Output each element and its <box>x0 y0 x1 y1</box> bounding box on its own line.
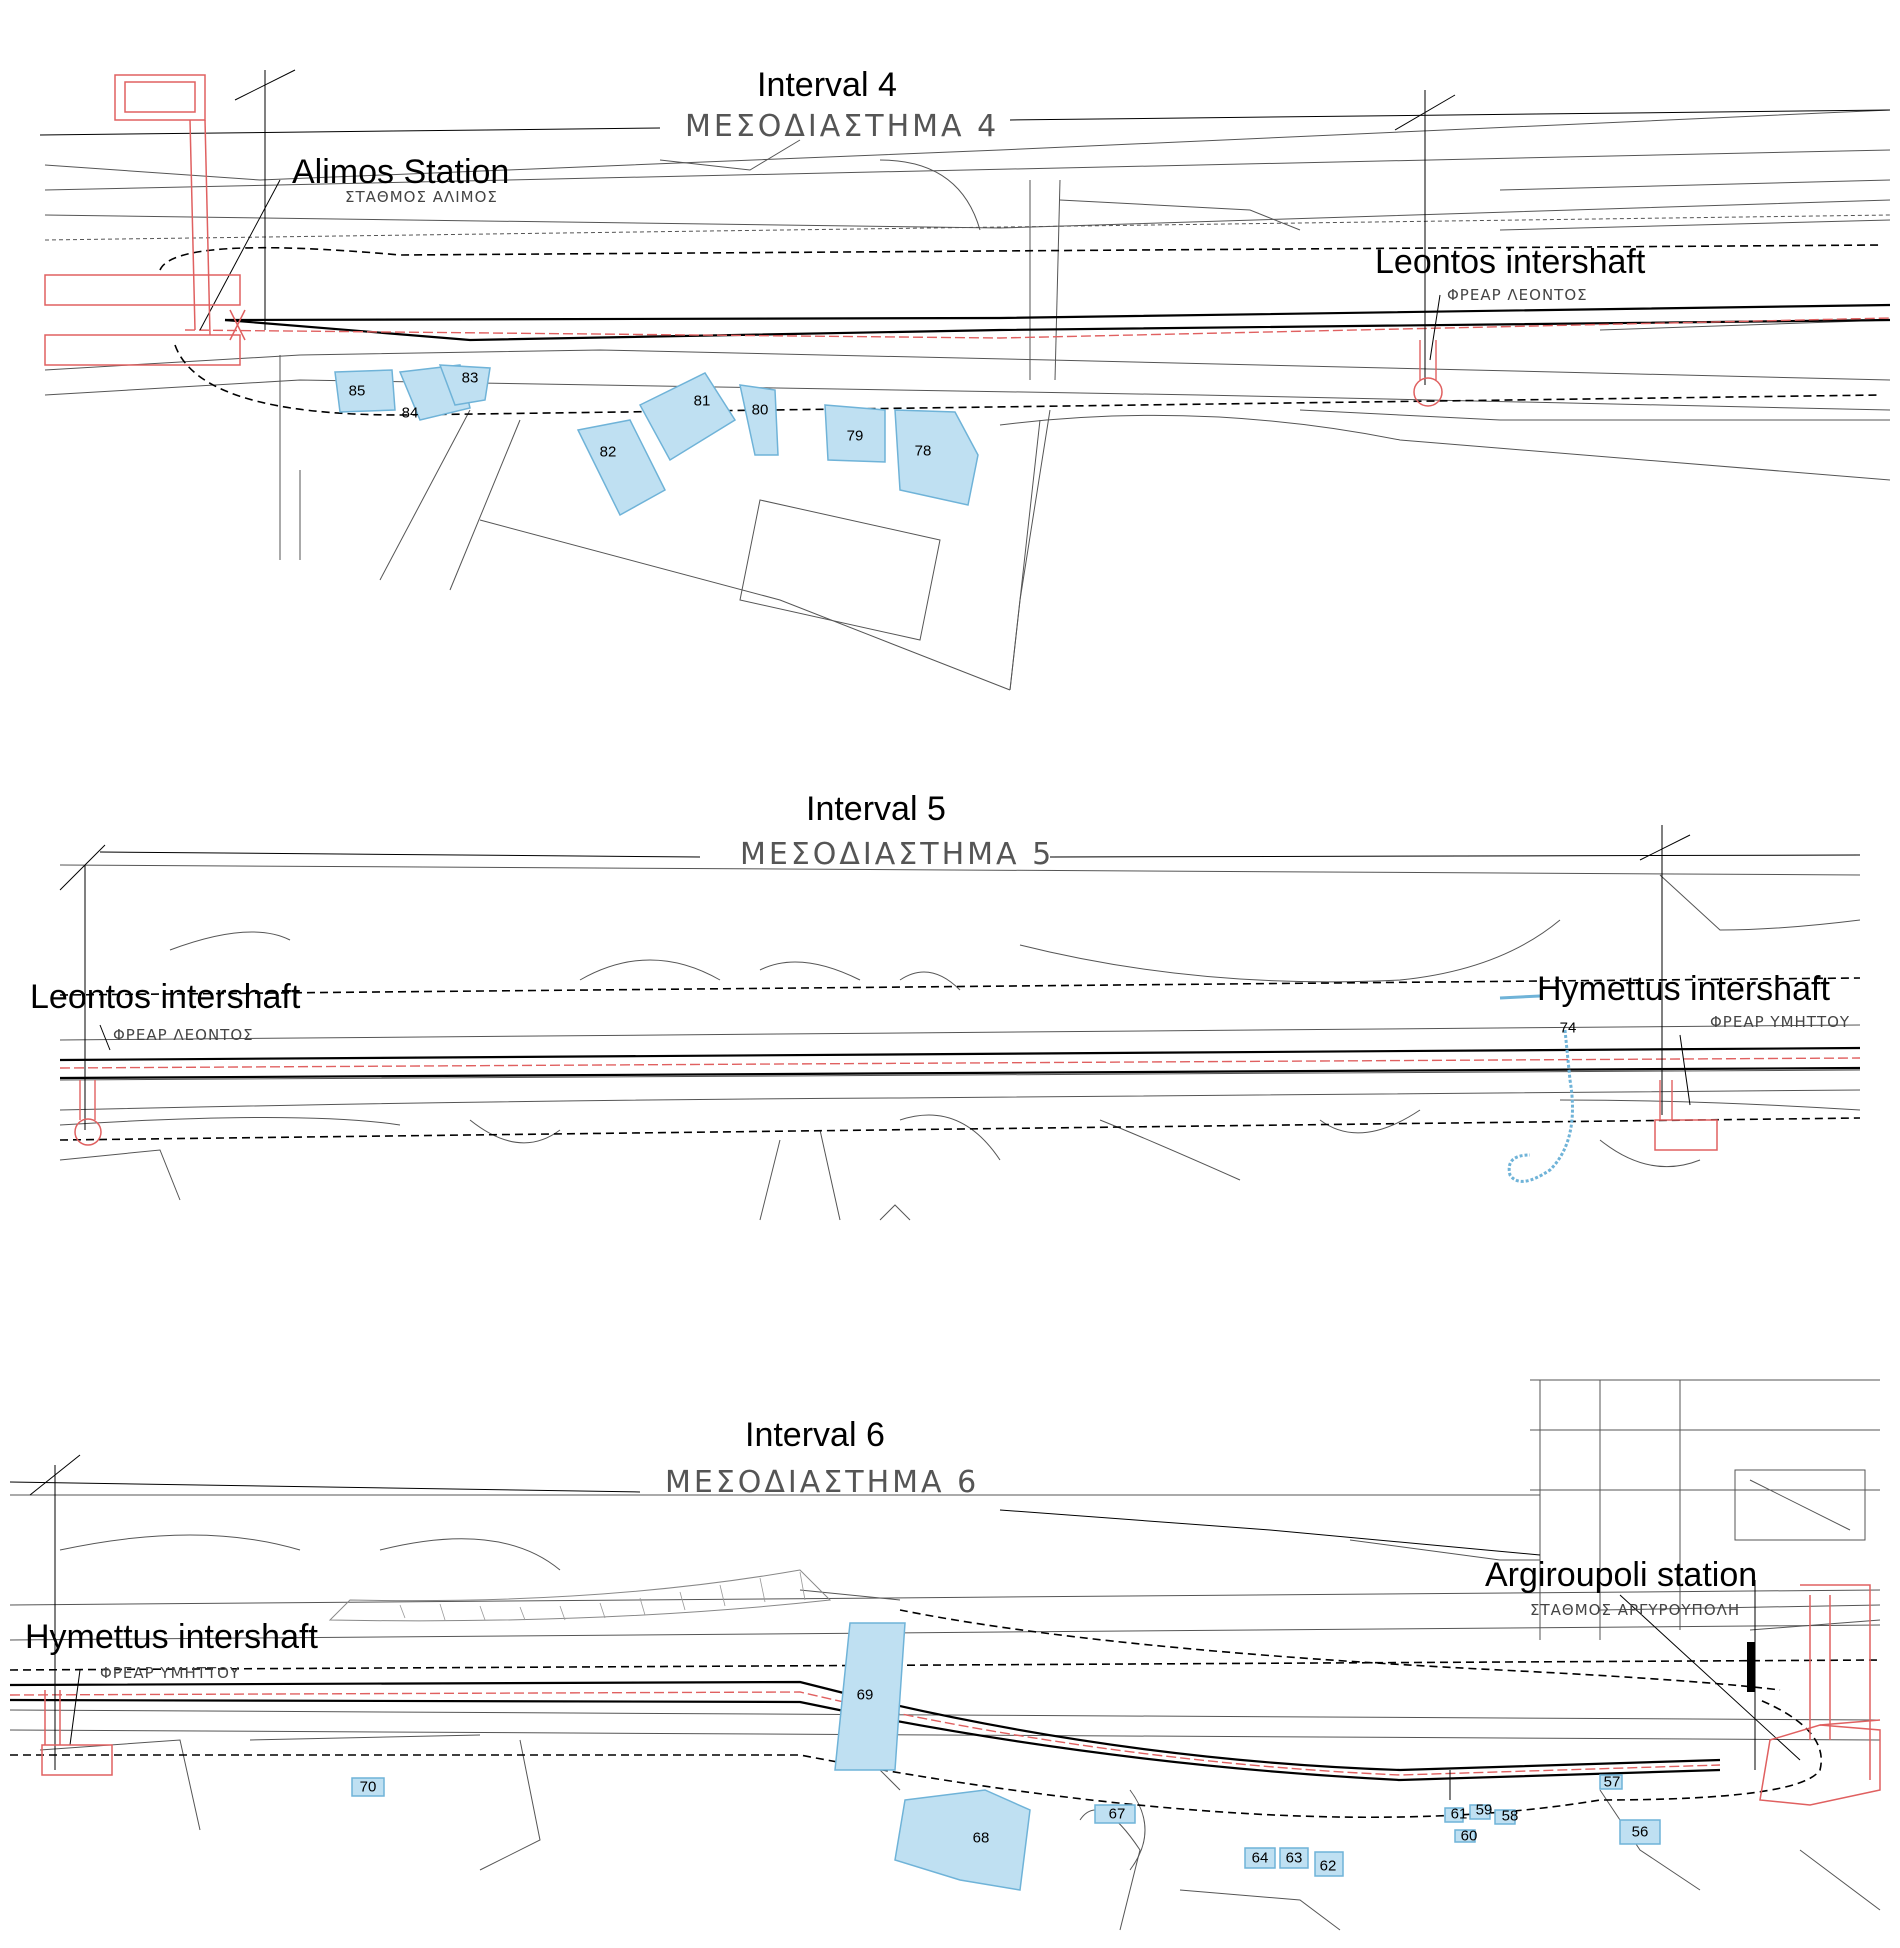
interval-6-drawing <box>9 1379 1881 1931</box>
building-number: 59 <box>1475 1801 1493 1819</box>
building-80 <box>739 384 779 456</box>
interval-5-panel: Interval 5 ΜΕΣΟΔΙΑΣΤΗΜΑ 5 Leontos inters… <box>0 780 1900 1260</box>
hymettus-intershaft-label: Hymettus intershaft <box>1537 970 1830 1008</box>
argiroupoli-station-label: Argiroupoli station <box>1485 1556 1758 1594</box>
building-number: 63 <box>1285 1849 1303 1867</box>
interval-6-greek-title: ΜΕΣΟΔΙΑΣΤΗΜΑ 6 <box>665 1465 980 1500</box>
interval-4-greek-title: ΜΕΣΟΔΙΑΣΤΗΜΑ 4 <box>685 109 1000 144</box>
building-69 <box>834 1622 906 1771</box>
interval-4-drawing <box>39 69 1891 691</box>
hymettus-intershaft-label: Hymettus intershaft <box>25 1618 318 1656</box>
interval-5-drawing <box>59 825 1861 1221</box>
building-number: 85 <box>348 382 366 400</box>
interval-6-panel: Interval 6 ΜΕΣΟΔΙΑΣΤΗΜΑ 6 Hymettus inter… <box>0 1370 1900 1948</box>
building-61 <box>1444 1807 1464 1823</box>
building-59 <box>1469 1804 1491 1820</box>
building-63 <box>1279 1847 1309 1869</box>
leontos-intershaft-greek: ΦΡΕΑΡ ΛΕΟΝΤΟΣ <box>113 1026 254 1044</box>
building-number: 60 <box>1460 1827 1478 1845</box>
building-number: 82 <box>599 443 617 461</box>
building-number: 81 <box>693 392 711 410</box>
building-70 <box>351 1777 385 1797</box>
building-79 <box>824 404 886 463</box>
building-number: 78 <box>914 442 932 460</box>
building-number: 70 <box>359 1778 377 1796</box>
building-81 <box>638 372 737 462</box>
hymettus-intershaft-greek: ΦΡΕΑΡ ΥΜΗΤΤΟΥ <box>1710 1013 1851 1031</box>
building-number: 80 <box>751 401 769 419</box>
building-number: 58 <box>1501 1807 1519 1825</box>
building-56 <box>1619 1819 1661 1845</box>
building-57 <box>1599 1774 1623 1790</box>
alimos-station-greek: ΣΤΑΘΜΟΣ ΑΛΙΜΟΣ <box>345 188 498 206</box>
building-58 <box>1494 1809 1516 1825</box>
interval-5-greek-title: ΜΕΣΟΔΙΑΣΤΗΜΑ 5 <box>740 837 1055 872</box>
leontos-intershaft-label: Leontos intershaft <box>30 978 301 1016</box>
building-85 <box>334 369 396 413</box>
building-number: 64 <box>1251 1849 1269 1867</box>
building-number: 61 <box>1450 1805 1468 1823</box>
building-number: 79 <box>846 427 864 445</box>
building-number: 57 <box>1603 1773 1621 1791</box>
building-82 <box>576 419 666 517</box>
building-number: 74 <box>1559 1019 1577 1037</box>
building-64 <box>1244 1847 1276 1869</box>
building-number: 69 <box>856 1686 874 1704</box>
leontos-intershaft-greek: ΦΡΕΑΡ ΛΕΟΝΤΟΣ <box>1447 286 1588 304</box>
building-number: 83 <box>461 369 479 387</box>
alimos-station-label: Alimos Station <box>292 153 510 191</box>
building-number: 62 <box>1319 1857 1337 1875</box>
interval-6-title: Interval 6 <box>745 1416 885 1454</box>
building-number: 68 <box>972 1829 990 1847</box>
building-number: 84 <box>401 404 419 422</box>
interval-4-title: Interval 4 <box>757 66 897 104</box>
building-60 <box>1454 1829 1476 1843</box>
leontos-intershaft-label: Leontos intershaft <box>1375 243 1646 281</box>
building-number: 67 <box>1108 1805 1126 1823</box>
building-78 <box>894 409 979 506</box>
building-67 <box>1094 1804 1136 1824</box>
interval-4-panel: Interval 4 ΜΕΣΟΔΙΑΣΤΗΜΑ 4 Alimos Station… <box>0 0 1900 700</box>
building-74 <box>1507 1029 1574 1183</box>
building-68 <box>894 1789 1031 1891</box>
building-number: 56 <box>1631 1823 1649 1841</box>
hymettus-intershaft-greek: ΦΡΕΑΡ ΥΜΗΤΤΟΥ <box>100 1664 241 1682</box>
building-62 <box>1314 1851 1344 1877</box>
argiroupoli-station-greek: ΣΤΑΘΜΟΣ ΑΡΓΥΡΟΥΠΟΛΗ <box>1530 1601 1741 1619</box>
interval-5-title: Interval 5 <box>806 790 946 828</box>
building-83 <box>438 364 491 406</box>
